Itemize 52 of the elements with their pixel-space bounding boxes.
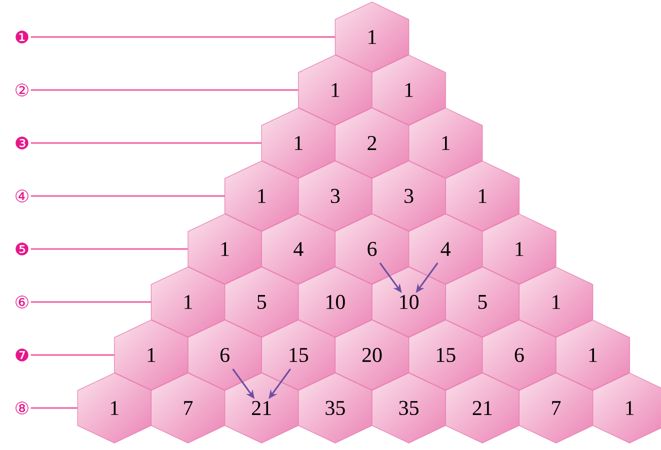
number-hexagon: 6 (334, 214, 410, 284)
row-number: ④ (16, 190, 28, 202)
number-hexagon: 10 (372, 266, 446, 338)
number-hexagon: 10 (298, 266, 372, 338)
number-hexagon: 3 (372, 160, 446, 232)
number-hexagon: 1 (592, 372, 661, 444)
leader-line (30, 142, 262, 144)
leader-line (30, 36, 335, 38)
number-hexagon: 1 (518, 266, 594, 338)
leader-line (30, 354, 114, 356)
row-number: ❸ (16, 136, 28, 150)
number-hexagon: 6 (482, 320, 556, 390)
number-hexagon: 1 (445, 160, 520, 232)
row-number: ⑧ (16, 402, 28, 414)
number-hexagon: 1 (77, 372, 152, 444)
number-hexagon: 3 (298, 160, 372, 232)
number-hexagon: 1 (150, 266, 226, 338)
number-hexagon: 21 (224, 372, 299, 444)
leader-line (30, 301, 151, 303)
number-hexagon: 2 (334, 108, 410, 178)
row-number: ❺ (16, 242, 28, 256)
number-hexagon: 7 (150, 372, 226, 444)
number-hexagon: 1 (372, 54, 446, 126)
row-number: ❼ (16, 348, 28, 362)
number-hexagon: 1 (298, 54, 372, 126)
row-number: ❶ (16, 30, 28, 44)
number-hexagon: 1 (556, 320, 630, 390)
number-hexagon: 15 (408, 320, 483, 390)
leader-line (30, 195, 225, 197)
number-hexagon: 1 (188, 214, 262, 284)
number-hexagon: 1 (224, 160, 299, 232)
number-hexagon: 35 (372, 372, 446, 444)
number-hexagon: 5 (224, 266, 299, 338)
leader-line (30, 248, 188, 250)
number-hexagon: 15 (261, 320, 336, 390)
number-hexagon: 7 (518, 372, 594, 444)
leader-line (30, 407, 78, 409)
number-hexagon: 1 (261, 108, 336, 178)
number-hexagon: 35 (298, 372, 372, 444)
number-hexagon: 1 (114, 320, 188, 390)
number-hexagon: 1 (482, 214, 556, 284)
number-hexagon: 1 (334, 2, 410, 72)
leader-line (30, 89, 298, 91)
row-number: ② (16, 84, 28, 96)
number-hexagon: 6 (188, 320, 262, 390)
number-hexagon: 20 (334, 320, 410, 390)
row-number: ⑥ (16, 296, 28, 308)
number-hexagon: 1 (408, 108, 483, 178)
number-hexagon: 21 (445, 372, 520, 444)
number-hexagon: 4 (408, 214, 483, 284)
number-hexagon: 5 (445, 266, 520, 338)
number-hexagon: 4 (261, 214, 336, 284)
